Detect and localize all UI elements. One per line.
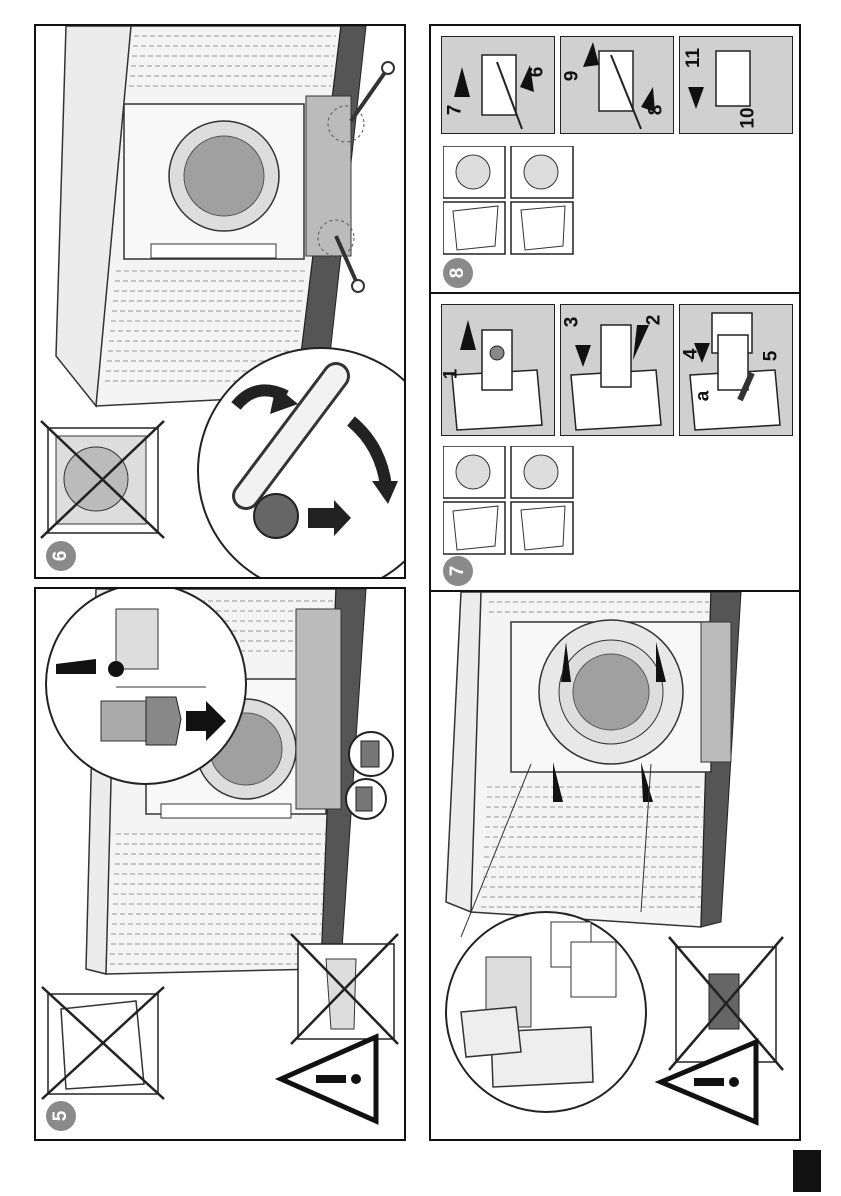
hinge-cover-icon [561,37,674,134]
step-7-num-1: 1 [441,369,462,380]
step-6-badge: 6 [46,541,76,571]
hinge-plate-icon [680,305,793,436]
step-6-illustration [36,26,404,577]
step-7-badge: 7 [443,556,473,586]
hinge-cover-icon [442,37,555,134]
drill-crossed-icon [291,934,398,1044]
step-8-num-8: 8 [645,105,667,116]
step-7-label-a: a [692,391,714,402]
step-7-num-4: 4 [680,349,702,360]
step-8-num-11: 11 [683,48,705,68]
hinge-detail-icon [446,912,646,1112]
step-7-panel: 1 3 2 4 5 a 7 [429,292,801,592]
step-6-panel: 6 [34,24,406,579]
step-5-badge: 5 [46,1101,76,1131]
step-8-panel: 7 6 9 8 11 10 8 [429,24,801,294]
door-hinge-left-icon [443,146,583,256]
washer-door-open-crossed-icon [41,421,164,538]
step-7-num-2: 2 [643,315,665,326]
hinge-install-illustration [431,592,799,1139]
door-crossed-icon [42,987,164,1099]
hinge-install-panel [429,590,801,1141]
step-8-sub-3: 11 10 [679,36,793,134]
step-8-num-6: 6 [526,67,548,78]
step-7-sub-2: 3 2 [560,304,674,436]
step-5-panel: 5 [34,587,406,1141]
warning-triangle-icon [281,1037,376,1121]
step-7-sub-3: 4 5 a [679,304,793,436]
step-8-badge: 8 [443,258,473,288]
page-marker [793,1150,821,1192]
step-7-sub-1: 1 [441,304,555,436]
bolt-push-icon [101,697,226,745]
step-7-num-3: 3 [561,317,583,328]
step-7-num-5: 5 [760,351,782,362]
step-8-sub-1: 7 6 [441,36,555,134]
step-8-num-10: 10 [738,107,760,128]
step-5-illustration [36,589,404,1139]
step-8-num-7: 7 [444,105,466,116]
screw-detail-icon [46,589,246,784]
hinge-cover-crossed-icon [669,937,783,1070]
step-8-sub-2: 9 8 [560,36,674,134]
door-hinge-right-icon [443,446,583,556]
step-8-num-9: 9 [561,71,583,82]
